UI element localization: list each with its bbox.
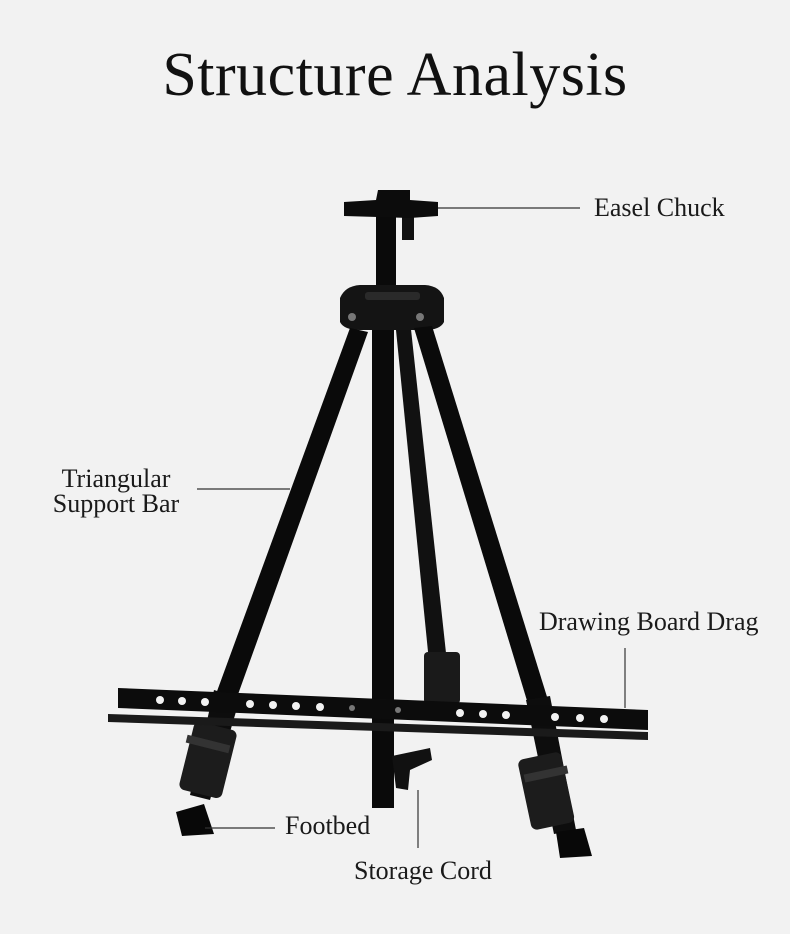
storage-cord-clip (392, 748, 432, 790)
support-bar-label-line1: Triangular (61, 464, 171, 493)
easel-chuck (344, 190, 438, 218)
left-leg (176, 328, 368, 836)
right-leg (414, 326, 592, 858)
head-block (340, 285, 444, 330)
leader-lines (197, 207, 626, 848)
center-leg (372, 300, 460, 808)
support-bar-label-line2: Support Bar (52, 489, 180, 518)
storage-cord-label: Storage Cord (354, 856, 492, 885)
page-title: Structure Analysis (162, 41, 628, 109)
drawing-board-tray (108, 688, 648, 740)
easel-chuck-label: Easel Chuck (594, 193, 725, 222)
drawing-board-drag-label: Drawing Board Drag (539, 607, 759, 636)
footbed-label: Footbed (285, 811, 371, 840)
support-bar-label: Triangular Support Bar (44, 464, 188, 518)
